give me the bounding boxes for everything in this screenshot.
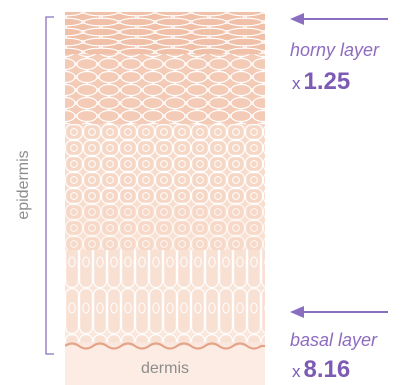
basal-layer-x: x [292, 362, 301, 381]
horny-layer-arrow [288, 11, 392, 27]
epidermis-label: epidermis [15, 150, 33, 219]
skin-cross-section [65, 12, 265, 385]
dermis-label: dermis [65, 360, 265, 378]
basal-layer-value: 8.16 [304, 356, 351, 383]
epidermis-bracket [40, 16, 56, 355]
basal-layer-label: basal layer [290, 330, 377, 351]
horny-layer-value: 1.25 [304, 68, 351, 95]
basal-layer-arrow [288, 304, 392, 320]
horny-layer-x: x [292, 74, 301, 93]
horny-layer-label: horny layer [290, 40, 379, 61]
